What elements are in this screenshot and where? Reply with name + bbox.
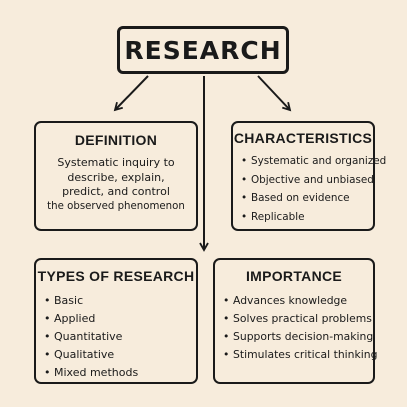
bullet-icon: • [241, 210, 248, 223]
list-item-text: Advances knowledge [233, 294, 348, 307]
importance-list: •Advances knowledge •Solves practical pr… [215, 292, 377, 364]
list-item-text: Replicable [251, 210, 305, 223]
list-item: •Basic [44, 292, 196, 310]
list-item-text: Solves practical problems [233, 312, 372, 325]
list-item: •Advances knowledge [223, 292, 373, 310]
list-item-text: Applied [54, 312, 96, 325]
bullet-icon: • [241, 192, 248, 204]
importance-box: IMPORTANCE •Advances knowledge •Solves p… [213, 258, 377, 384]
list-item-text: Based on evidence [251, 192, 350, 204]
characteristics-box: CHARACTERISTICS •Systematic and organize… [231, 121, 386, 231]
definition-text: Systematic inquiry to describe, explain,… [36, 156, 196, 214]
characteristics-heading: CHARACTERISTICS [233, 130, 373, 146]
definition-box: DEFINITION Systematic inquiry to describ… [34, 121, 198, 231]
bullet-icon: • [223, 348, 230, 361]
bullet-icon: • [223, 312, 230, 325]
bullet-icon: • [241, 155, 248, 167]
bullet-icon: • [44, 348, 51, 361]
arrow-to-definition [113, 75, 149, 112]
list-item: •Replicable [241, 208, 373, 227]
list-item: •Based on evidence [241, 189, 373, 208]
definition-heading: DEFINITION [74, 132, 158, 148]
list-item-text: Mixed methods [54, 366, 139, 379]
list-item-text: Qualitative [54, 348, 115, 361]
list-item-text: Systematic and organized [251, 155, 387, 167]
bullet-icon: • [223, 330, 230, 343]
types-heading: TYPES OF RESEARCH [37, 268, 195, 284]
list-item: •Objective and unbiased [241, 171, 374, 190]
list-item: •Applied [44, 310, 196, 328]
root-node: RESEARCH [117, 26, 289, 74]
list-item-text: Objective and unbiased [251, 173, 374, 186]
list-item-text: Basic [54, 294, 84, 307]
list-item: •Qualitative [44, 346, 196, 364]
types-list: •Basic •Applied •Quantitative •Qualitati… [36, 292, 196, 382]
list-item-text: Quantitative [54, 330, 123, 343]
bullet-icon: • [44, 366, 51, 379]
list-item: •Systematic and organized [241, 152, 386, 171]
bullet-icon: • [44, 330, 51, 343]
bullet-icon: • [44, 294, 51, 307]
list-item: •Solves practical problems [223, 310, 373, 328]
bullet-icon: • [241, 173, 248, 186]
arrow-to-characteristics [257, 75, 292, 112]
list-item: •Mixed methods [44, 364, 196, 382]
characteristics-list: •Systematic and organized •Objective and… [233, 152, 386, 227]
definition-line: the observed phenomenon [47, 200, 185, 212]
definition-line: predict, and control [62, 185, 170, 198]
bullet-icon: • [44, 312, 51, 325]
list-item: •Supports decision-making [223, 328, 373, 346]
definition-line: describe, explain, [67, 170, 165, 184]
root-title: RESEARCH [124, 35, 282, 65]
list-item-text: Supports decision-making [233, 330, 374, 343]
types-box: TYPES OF RESEARCH •Basic •Applied •Quant… [34, 258, 198, 384]
list-item: •Quantitative [44, 328, 196, 346]
definition-line: Systematic inquiry to [57, 156, 175, 169]
list-item-text: Stimulates critical thinking [233, 348, 378, 361]
list-item: •Stimulates critical thinking [223, 346, 377, 364]
bullet-icon: • [223, 294, 230, 307]
importance-heading: IMPORTANCE [245, 268, 343, 284]
